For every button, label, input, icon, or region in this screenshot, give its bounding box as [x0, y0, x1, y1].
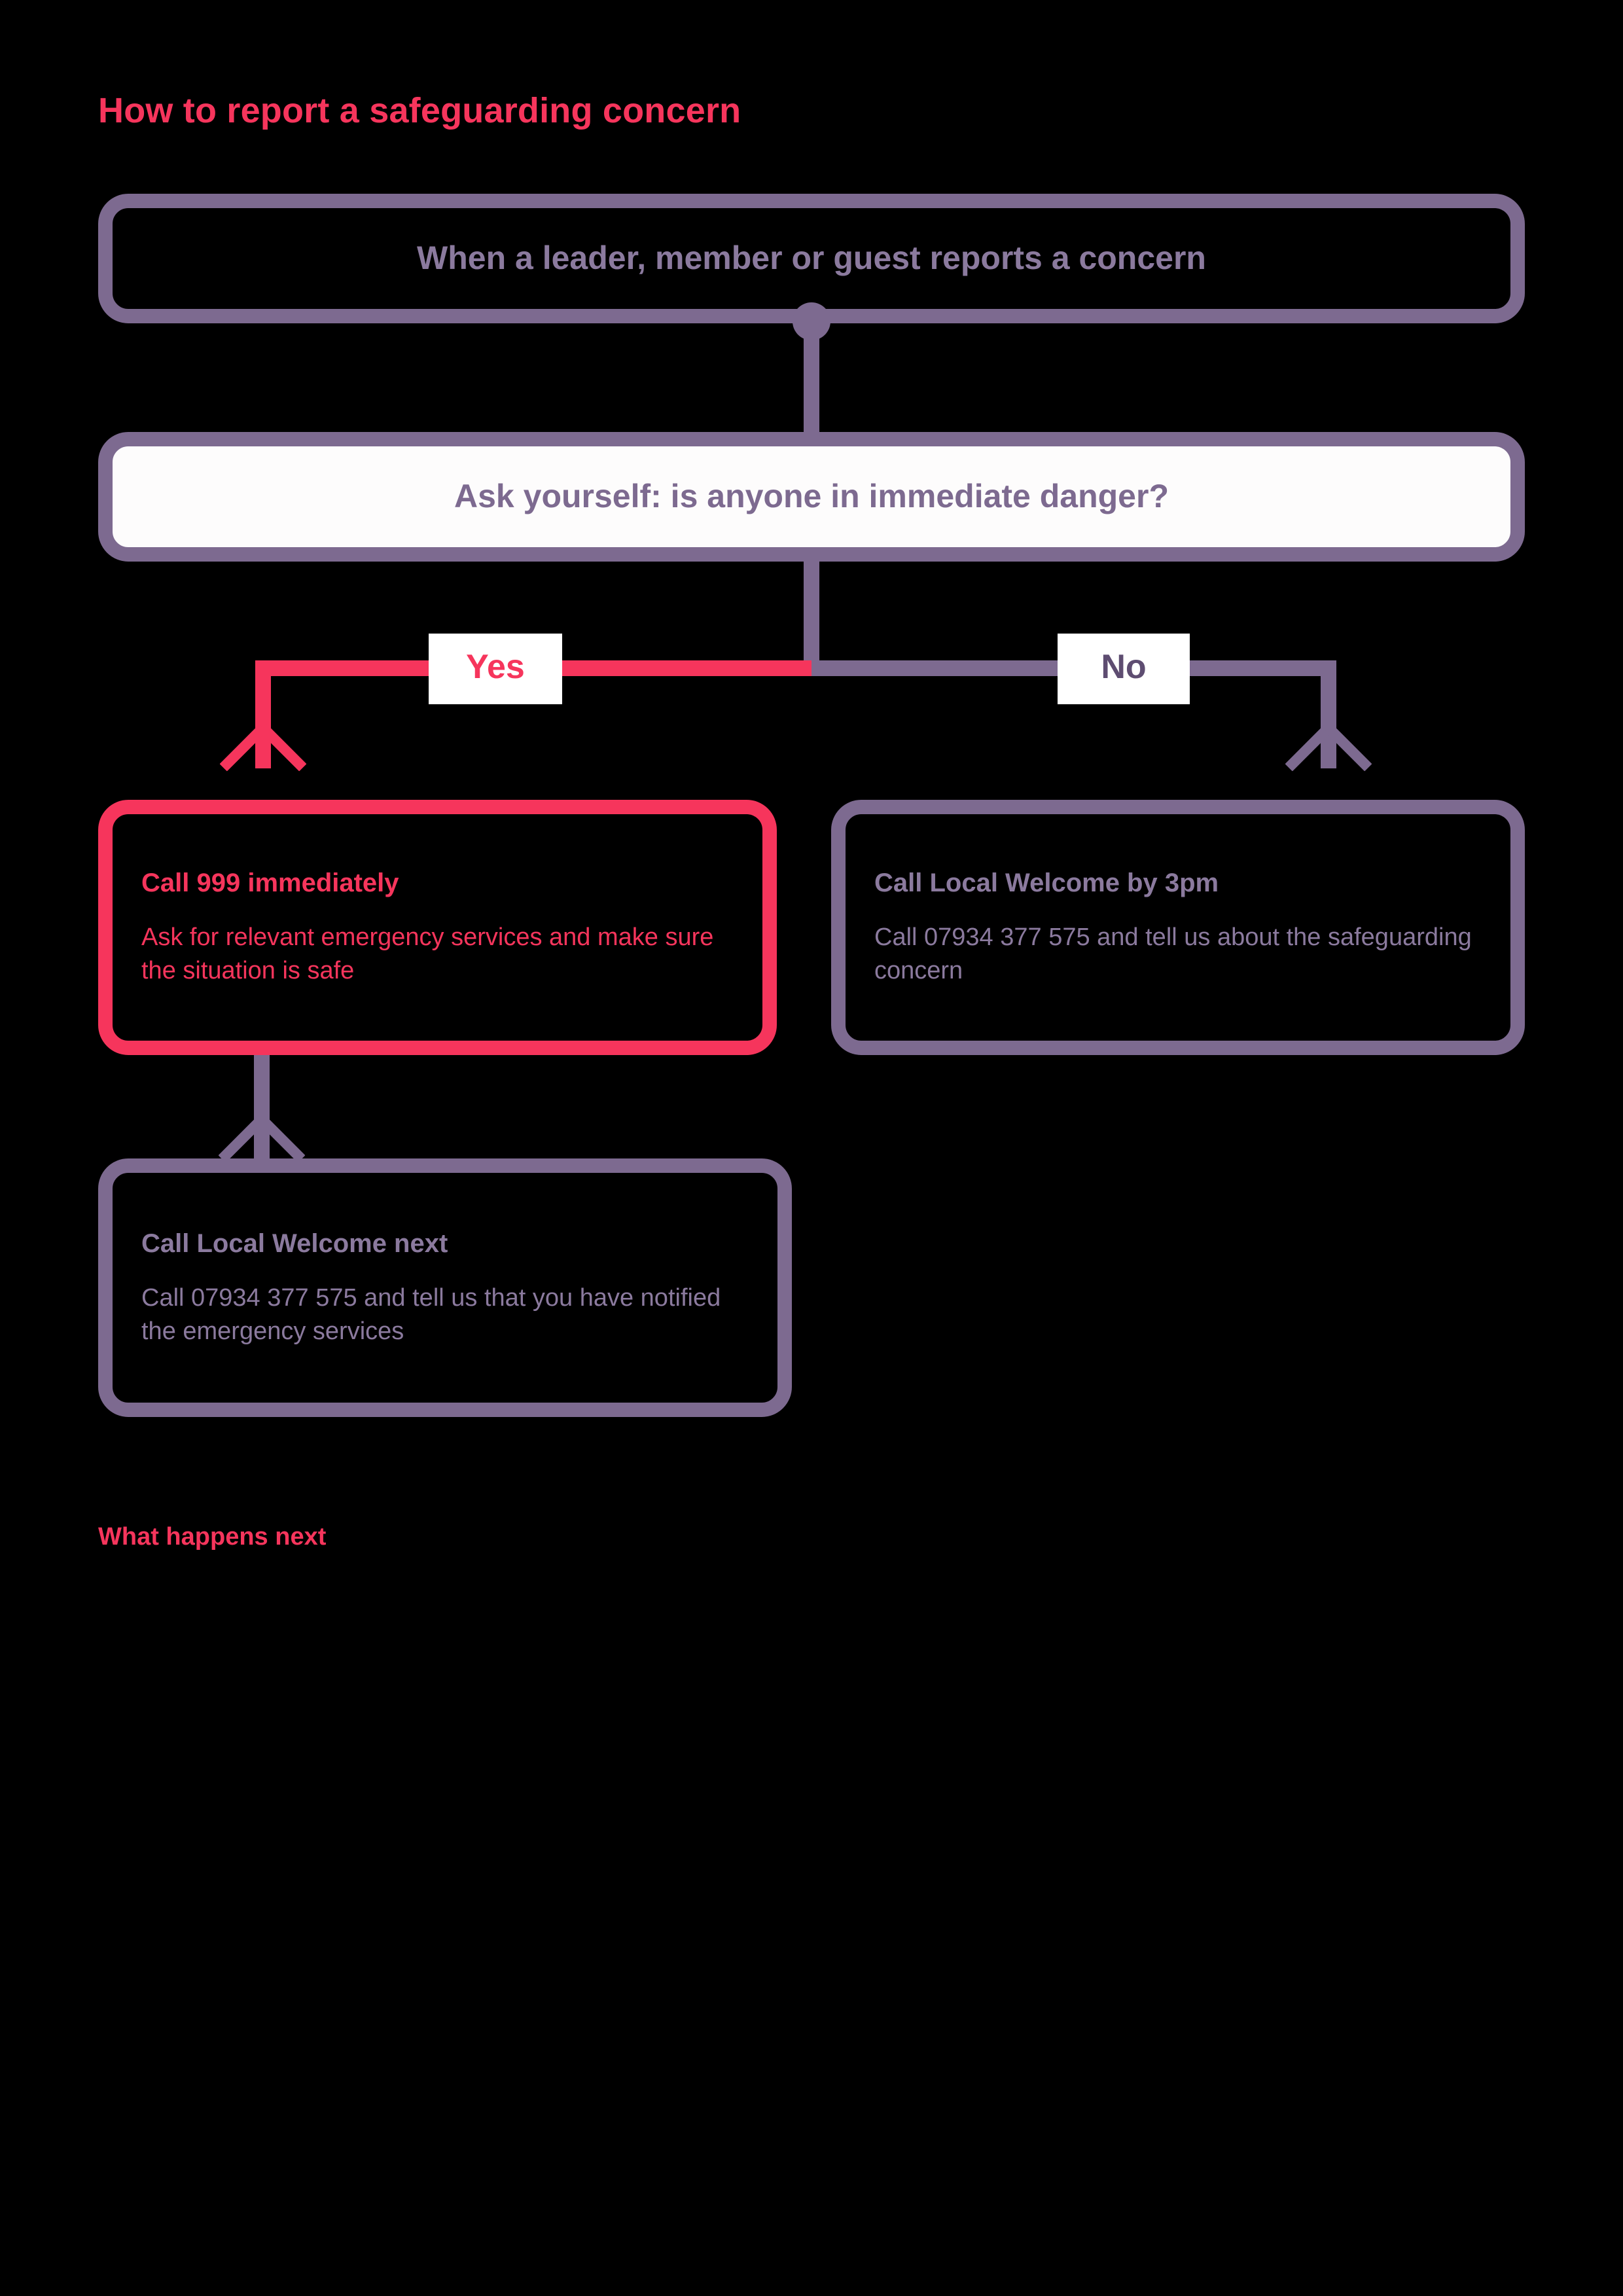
- flow-node-start-label: When a leader, member or guest reports a…: [417, 240, 1206, 277]
- flow-node-call-999: Call 999 immediately Ask for relevant em…: [98, 800, 777, 1055]
- flow-node-call-local-welcome-next: Call Local Welcome next Call 07934 377 5…: [98, 1158, 792, 1417]
- branch-label-yes: Yes: [429, 634, 562, 704]
- flow-node-start: When a leader, member or guest reports a…: [98, 194, 1525, 323]
- connector-decision-stub: [804, 560, 819, 668]
- flow-node-decision: Ask yourself: is anyone in immediate dan…: [98, 432, 1525, 562]
- connector-start-to-decision: [804, 321, 819, 437]
- flow-node-call-999-content: Call 999 immediately Ask for relevant em…: [113, 867, 762, 987]
- page-title: How to report a safeguarding concern: [98, 91, 741, 130]
- section-title-what-happens-next: What happens next: [98, 1523, 327, 1551]
- connector-no-vertical: [1321, 660, 1336, 768]
- flow-node-decision-label: Ask yourself: is anyone in immediate dan…: [454, 478, 1169, 515]
- flow-node-call-local-welcome-3pm-content: Call Local Welcome by 3pm Call 07934 377…: [846, 867, 1510, 987]
- flow-node-call-999-body: Ask for relevant emergency services and …: [141, 924, 714, 984]
- flow-node-call-local-welcome-3pm-heading: Call Local Welcome by 3pm: [874, 869, 1219, 898]
- flow-node-call-local-welcome-next-body: Call 07934 377 575 and tell us that you …: [141, 1283, 721, 1345]
- branch-label-no: No: [1058, 634, 1190, 704]
- flow-node-call-local-welcome-3pm: Call Local Welcome by 3pm Call 07934 377…: [831, 800, 1525, 1055]
- flow-node-call-local-welcome-next-heading: Call Local Welcome next: [141, 1229, 448, 1258]
- connector-yes-vertical: [255, 660, 271, 768]
- connector-999-to-local-welcome: [254, 1055, 270, 1160]
- flow-node-call-local-welcome-3pm-body: Call 07934 377 575 and tell us about the…: [874, 924, 1472, 984]
- flow-node-call-local-welcome-next-content: Call Local Welcome next Call 07934 377 5…: [113, 1228, 777, 1348]
- flow-node-call-999-heading: Call 999 immediately: [141, 869, 399, 898]
